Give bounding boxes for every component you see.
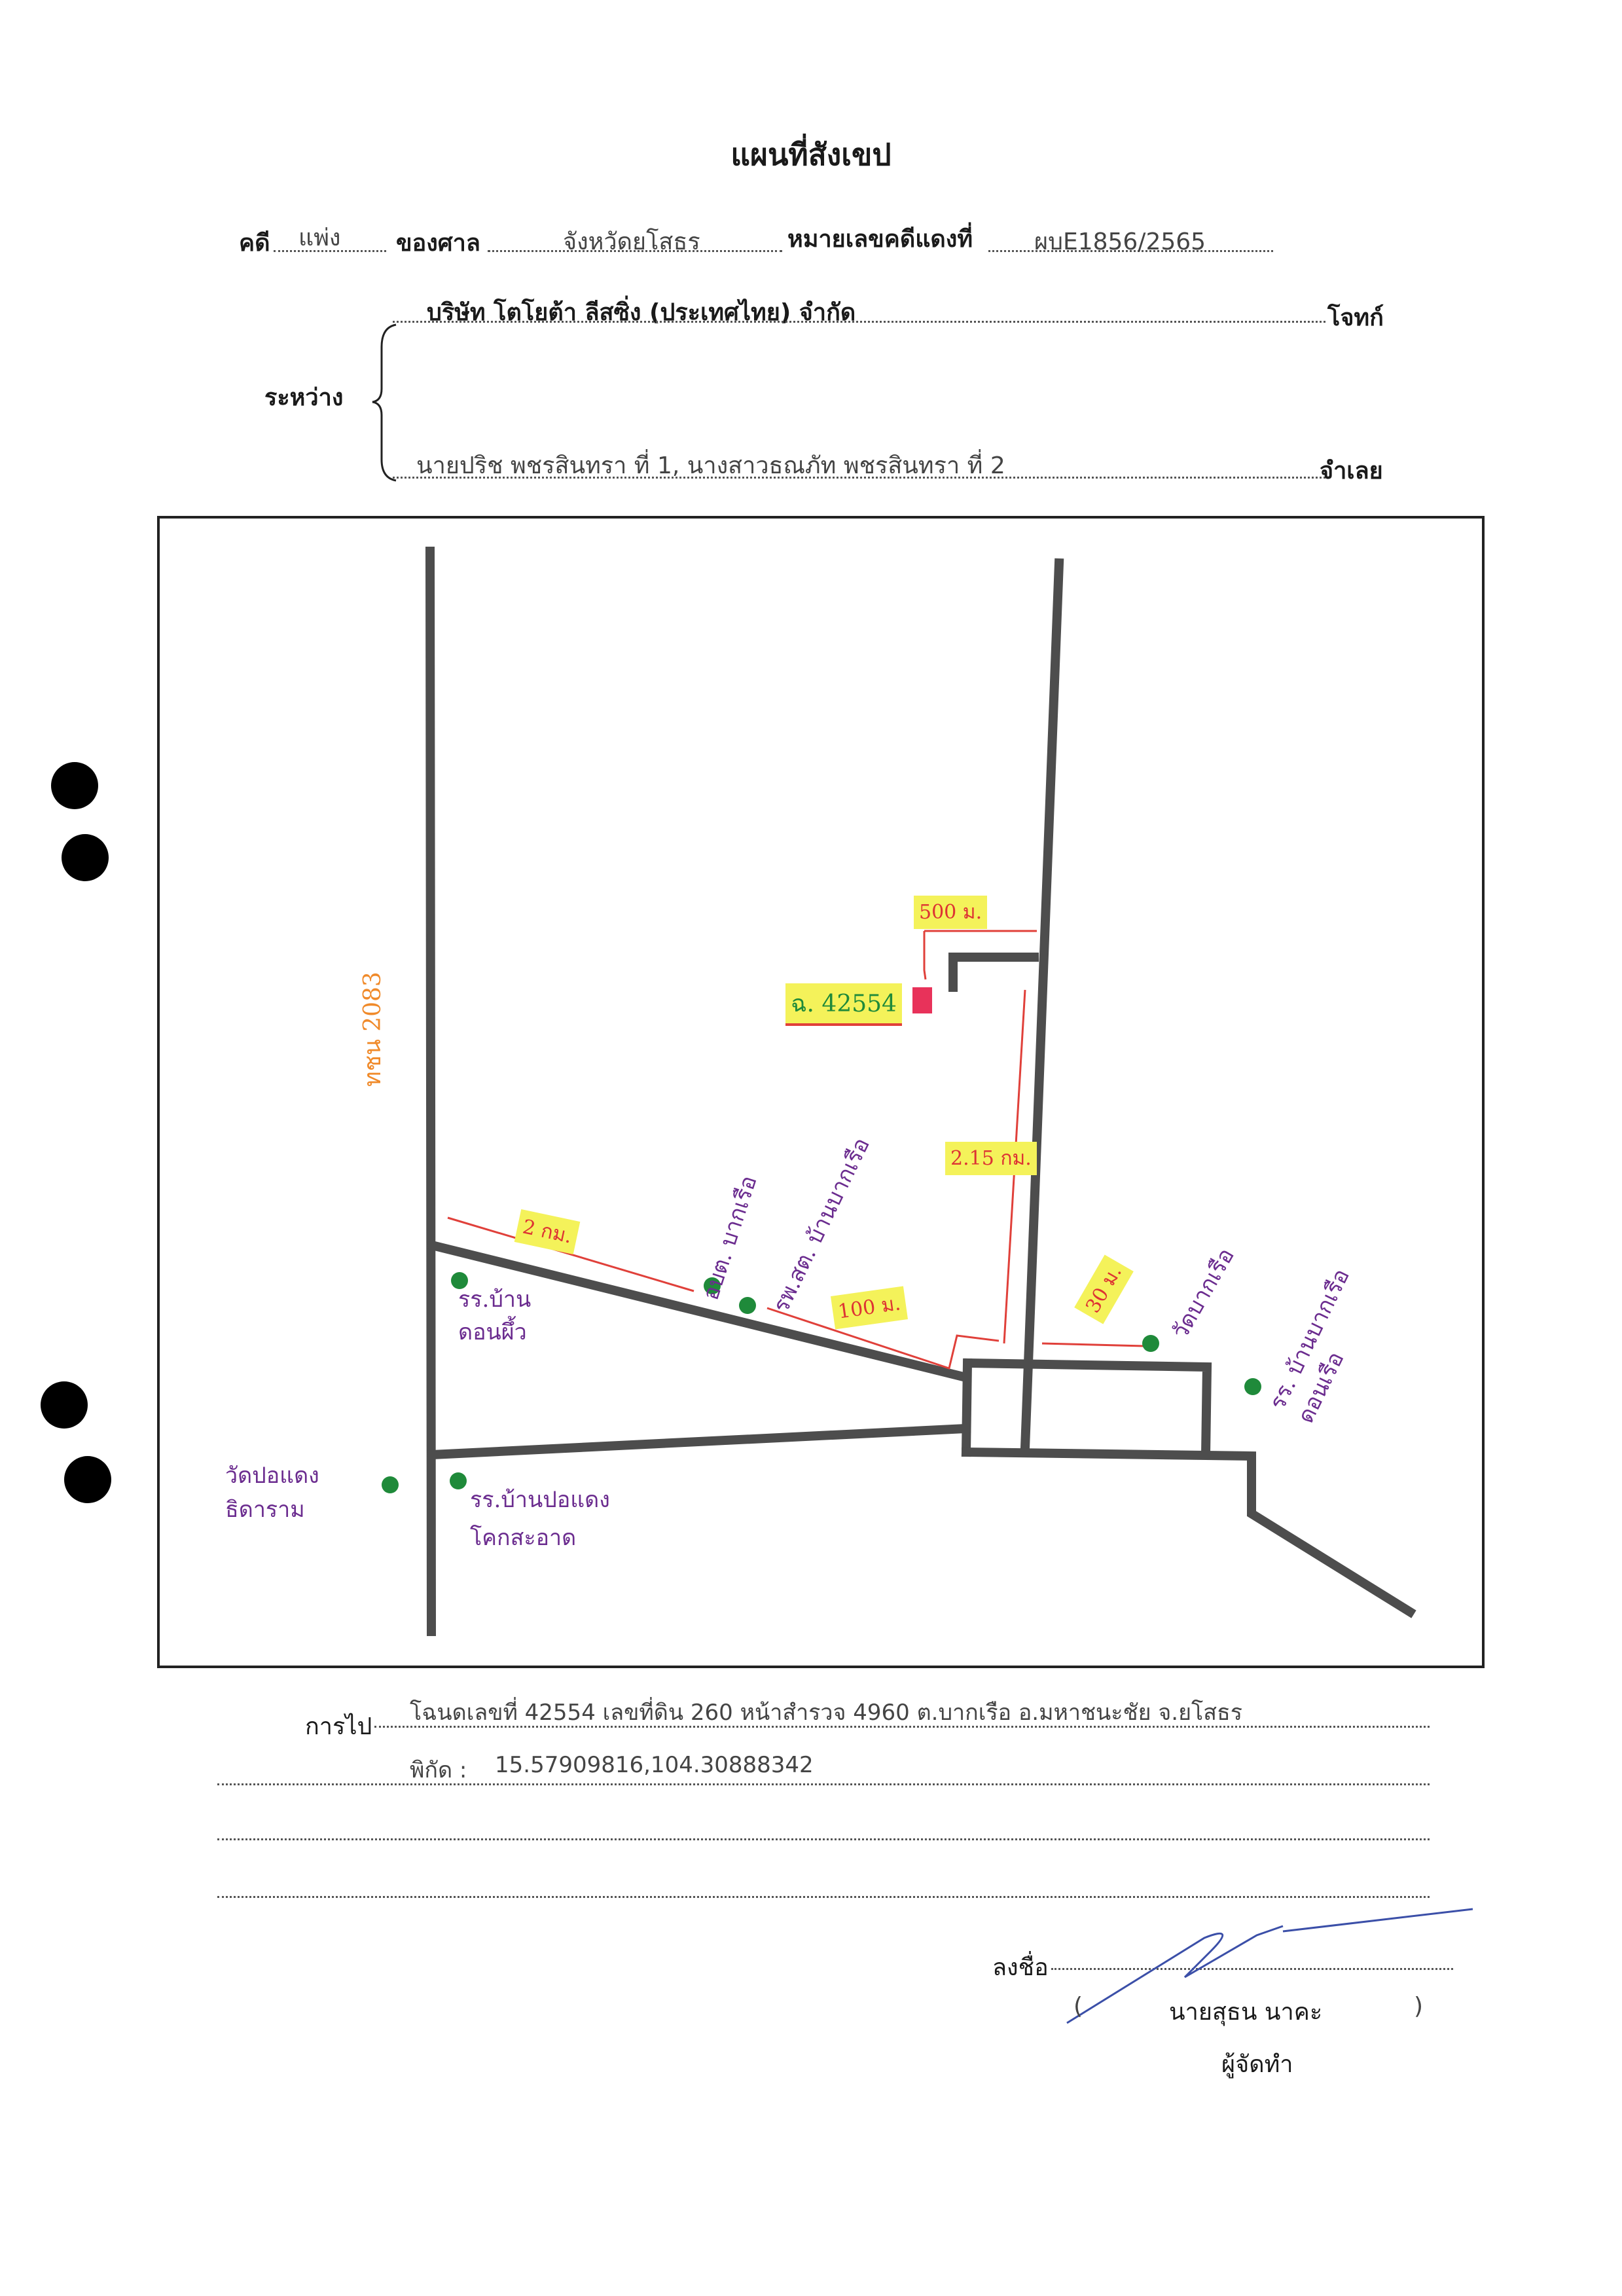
signature xyxy=(1066,1908,1473,2024)
parcel-marker xyxy=(912,987,932,1013)
brace-icon xyxy=(372,323,397,482)
direction-label: การไป xyxy=(305,1713,372,1740)
landmark-school-donpew: รร.บ้าน ดอนผึ้ว xyxy=(458,1286,532,1345)
road-label: ทชน 2083 xyxy=(359,972,386,1087)
parcel-spur xyxy=(948,953,1039,992)
landmark-dot xyxy=(1142,1335,1159,1352)
landmark-wat-podaeng: วัดปอแดง ธิดาราม xyxy=(225,1463,319,1523)
defendant-name: นายปริช พชรสินทรา ที่ 1, นางสาวธณภัท พชร… xyxy=(416,452,1005,479)
dotted-line xyxy=(1051,1968,1453,1970)
dotted-line xyxy=(393,321,1325,323)
court-label: ของศาล xyxy=(396,230,480,257)
direction-text: โฉนดเลขที่ 42554 เลขที่ดิน 260 หน้าสำรวจ… xyxy=(410,1700,1243,1726)
page-title: แผนที่สังเขป xyxy=(730,137,892,172)
distance-vertical: 2.15 กม. xyxy=(945,1142,1037,1175)
landmark-dot xyxy=(739,1297,756,1314)
landmark-dot xyxy=(451,1272,468,1289)
measure-parcel xyxy=(923,931,927,980)
junction-bottom xyxy=(961,1447,1416,1618)
distance-top: 500 ม. xyxy=(914,896,988,929)
defendant-label: จำเลย xyxy=(1320,458,1383,484)
landmark-dot xyxy=(382,1476,399,1493)
coords-value: 15.57909816,104.30888342 xyxy=(495,1752,814,1778)
landmark-school-podaeng: รร.บ้านปอแดง โคกสะอาด xyxy=(470,1487,610,1551)
main-road xyxy=(425,546,437,1637)
signer-close-paren: ) xyxy=(1414,1993,1424,2020)
punch-hole xyxy=(62,834,109,881)
signer-open-paren: ( xyxy=(1073,1993,1083,2020)
sketch-map xyxy=(382,546,1416,1637)
junction-block xyxy=(964,1358,1212,1460)
diagonal-road xyxy=(426,1239,972,1383)
landmark-dot xyxy=(1244,1378,1261,1395)
punch-hole xyxy=(51,762,98,809)
measure-middle xyxy=(766,1307,1000,1370)
measure-left xyxy=(447,1216,694,1292)
court-name: จังหวัดยโสธร xyxy=(563,228,700,255)
dotted-line xyxy=(217,1783,1430,1785)
dotted-line xyxy=(988,250,1273,252)
plaintiff-label: โจทก์ xyxy=(1327,304,1384,331)
landmark-dot xyxy=(450,1472,467,1489)
between-label: ระหว่าง xyxy=(264,384,344,411)
signer-name: นายสุธน นาคะ xyxy=(1169,1999,1323,2026)
dotted-line xyxy=(274,250,386,252)
parcel-label: ฉ. 42554 xyxy=(785,983,902,1026)
dotted-line xyxy=(217,1838,1430,1840)
punch-hole xyxy=(64,1456,111,1503)
map-frame xyxy=(157,516,1485,1668)
case-type: แพ่ง xyxy=(298,225,341,251)
landmark-dot xyxy=(704,1277,721,1294)
case-no: ผบE1856/2565 xyxy=(1034,228,1206,255)
case-label: คดี xyxy=(239,230,270,257)
signer-role: ผู้จัดทำ xyxy=(1221,2051,1293,2078)
case-no-label: หมายเลขคดีแดงที่ xyxy=(787,226,973,253)
junction-left xyxy=(961,1358,973,1457)
north-road xyxy=(1020,558,1064,1453)
dotted-line xyxy=(393,477,1325,479)
measure-right xyxy=(1041,1342,1145,1347)
lower-road xyxy=(427,1423,971,1460)
sign-label: ลงชื่อ xyxy=(992,1954,1049,1981)
dotted-line xyxy=(488,250,782,252)
dotted-line xyxy=(217,1896,1430,1898)
dotted-line xyxy=(374,1726,1430,1728)
punch-hole xyxy=(41,1381,88,1429)
plaintiff-name: บริษัท โตโยต้า ลีสซิ่ง (ประเทศไทย) จำกัด xyxy=(427,299,856,326)
coords-label: พิกัด : xyxy=(410,1757,467,1783)
